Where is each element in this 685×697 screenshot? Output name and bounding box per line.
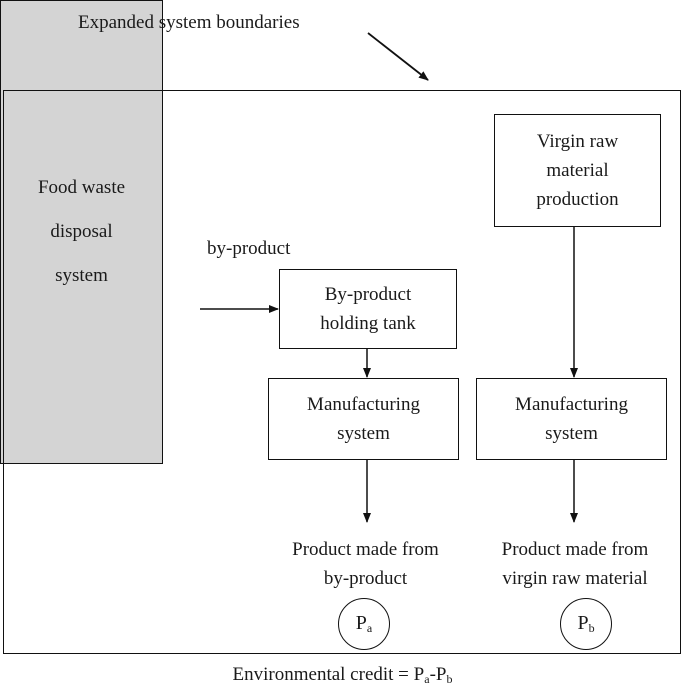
food-waste-line-1: Food waste [37, 177, 126, 198]
pb-base: P [577, 612, 589, 634]
pa-base: P [355, 612, 367, 634]
product-left-line-2: by-product [323, 568, 408, 589]
credit-prefix: Environmental credit = [232, 664, 414, 685]
product-right-line-1: Product made from [501, 539, 649, 560]
credit-s2: b [446, 672, 453, 686]
manufacturing-left-line-1: Manufacturing [307, 394, 420, 415]
credit-dash: - [429, 664, 436, 685]
holding-tank-line-1: By-product [324, 284, 412, 305]
credit-p2: P [435, 664, 447, 685]
byproduct-arrow-label: by-product [207, 238, 291, 259]
manufacturing-system-right-box: Manufacturing system [476, 378, 667, 460]
product-from-byproduct-label: Product made from by-product [258, 535, 473, 593]
food-waste-line-2: disposal [50, 221, 113, 242]
byproduct-holding-tank-box: By-product holding tank [279, 269, 457, 349]
food-waste-line-3: system [55, 265, 108, 286]
manufacturing-right-line-1: Manufacturing [515, 394, 628, 415]
product-right-line-2: virgin raw material [502, 568, 648, 589]
virgin-raw-material-production-box: Virgin raw material production [494, 114, 661, 227]
title-pointer-arrow [367, 32, 429, 81]
virgin-line-1: Virgin raw [536, 131, 619, 152]
holding-tank-line-2: holding tank [320, 313, 416, 334]
food-waste-disposal-system-box: Food waste disposal system [0, 0, 163, 464]
virgin-line-3: production [536, 189, 619, 210]
product-left-line-1: Product made from [292, 539, 439, 560]
boundary-title: Expanded system boundaries [78, 12, 300, 33]
pb-circle: Pb [560, 598, 612, 650]
manufacturing-left-line-2: system [337, 423, 390, 444]
expanded-system-boundary [3, 90, 681, 654]
product-from-virgin-label: Product made from virgin raw material [470, 535, 680, 593]
virgin-line-2: material [546, 160, 609, 181]
credit-s1: a [424, 672, 430, 686]
pb-sub: b [588, 621, 595, 635]
manufacturing-system-left-box: Manufacturing system [268, 378, 459, 460]
credit-p1: P [413, 664, 425, 685]
pa-sub: a [366, 621, 373, 635]
manufacturing-right-line-2: system [545, 423, 598, 444]
environmental-credit-formula: Environmental credit = Pa-Pb [0, 660, 685, 694]
pa-circle: Pa [338, 598, 390, 650]
